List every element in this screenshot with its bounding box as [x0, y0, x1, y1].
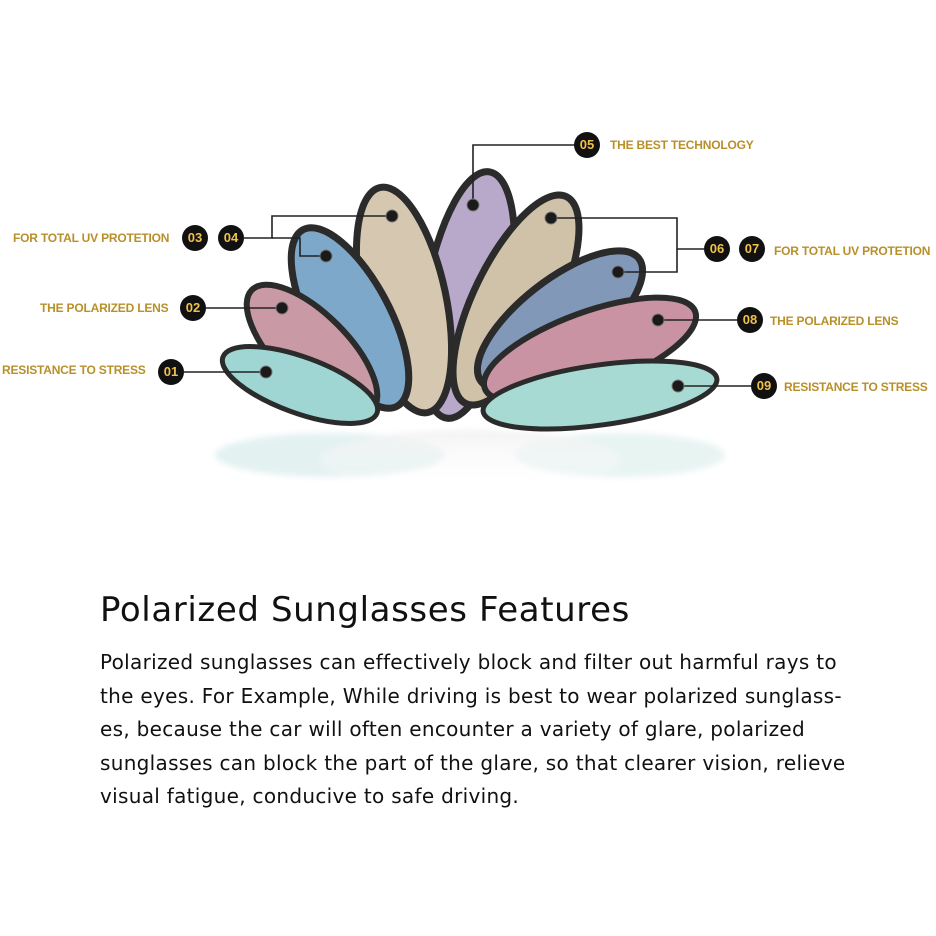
badge-03: 03 [182, 225, 208, 251]
badge-02: 02 [180, 295, 206, 321]
callout-05-label: THE BEST TECHNOLOGY [610, 138, 754, 152]
description-line: Polarized sunglasses can effectively blo… [100, 650, 837, 674]
features-heading: Polarized Sunglasses Features [100, 590, 630, 630]
description-line: sunglasses can block the part of the gla… [100, 750, 846, 775]
leader-lines [184, 144, 751, 387]
callout-01-label: RESISTANCE TO STRESS [2, 363, 146, 377]
description-line: visual fatigue, conducive to safe drivin… [100, 784, 520, 808]
lens-reflection [215, 430, 725, 490]
description-line: the eyes. For Example, While driving is … [100, 683, 842, 708]
lens-dots [259, 198, 685, 393]
badge-09: 09 [751, 373, 777, 399]
callout-02-label: THE POLARIZED LENS [40, 301, 169, 315]
badge-06: 06 [704, 236, 730, 262]
lens-fan [184, 144, 751, 490]
badge-04: 04 [218, 225, 244, 251]
description-line: es, because the car will often encounter… [100, 717, 806, 741]
badge-07: 07 [739, 236, 765, 262]
callout-09-label: RESISTANCE TO STRESS [784, 380, 928, 394]
lens-09 [480, 358, 720, 432]
features-description: Polarized sunglasses can effectively blo… [100, 646, 920, 814]
callout-06-label: FOR TOTAL UV PROTETION [774, 244, 931, 258]
callout-03-label: FOR TOTAL UV PROTETION [13, 231, 170, 245]
callout-08-label: THE POLARIZED LENS [770, 314, 899, 328]
badge-08: 08 [737, 307, 763, 333]
badge-05: 05 [574, 132, 600, 158]
lens-01 [219, 344, 381, 426]
badge-01: 01 [158, 359, 184, 385]
